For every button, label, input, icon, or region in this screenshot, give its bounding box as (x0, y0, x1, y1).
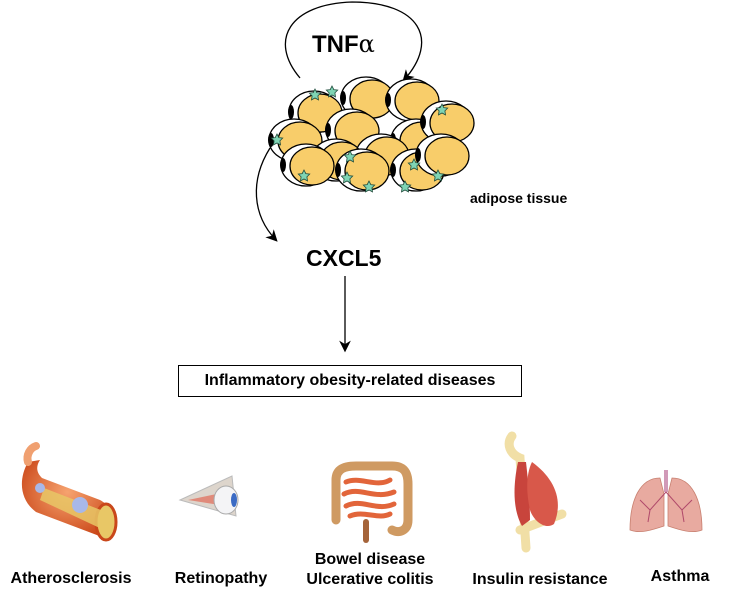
macrophage-icon (343, 150, 357, 163)
artery-icon (21, 442, 118, 542)
eye-icon (178, 475, 239, 517)
macrophage-icon (270, 133, 284, 146)
macrophage-icon (340, 171, 354, 184)
disease-label-colitis: Ulcerative colitis (306, 571, 434, 588)
macrophage-icon (398, 180, 412, 193)
macrophage-icon (435, 103, 449, 116)
macrophage-icon (297, 169, 311, 182)
outcome-box-label: Inflammatory obesity-related diseases (204, 372, 496, 389)
macrophage-icon (362, 180, 376, 193)
lungs-icon (629, 470, 703, 533)
tnf-alpha-label: TNFα (312, 30, 375, 58)
macrophage-icon (325, 85, 339, 98)
adipose-tissue-label: adipose tissue (470, 190, 568, 206)
adipose-tissue-cluster (268, 76, 475, 193)
disease-label-retinopathy: Retinopathy (174, 570, 268, 587)
macrophage-icon (407, 158, 421, 171)
adipose-to-cxcl5-arrow (255, 147, 278, 242)
disease-label-atherosclerosis: Atherosclerosis (10, 570, 132, 587)
macrophage-icon (308, 88, 322, 101)
adipocyte (385, 78, 440, 122)
adipocyte (280, 143, 335, 187)
disease-label-asthma: Asthma (650, 568, 710, 585)
outcome-box: Inflammatory obesity-related diseases (178, 365, 522, 397)
disease-label-bowel: Bowel disease (314, 551, 426, 568)
cxcl5-label: CXCL5 (306, 245, 382, 271)
disease-label-insulin-resistance: Insulin resistance (472, 571, 608, 588)
intestine-icon (331, 461, 413, 543)
adipocyte (415, 133, 470, 177)
macrophage-icon (431, 169, 445, 182)
muscle-icon (504, 431, 567, 553)
tnf-loop-arrow (284, 1, 423, 82)
